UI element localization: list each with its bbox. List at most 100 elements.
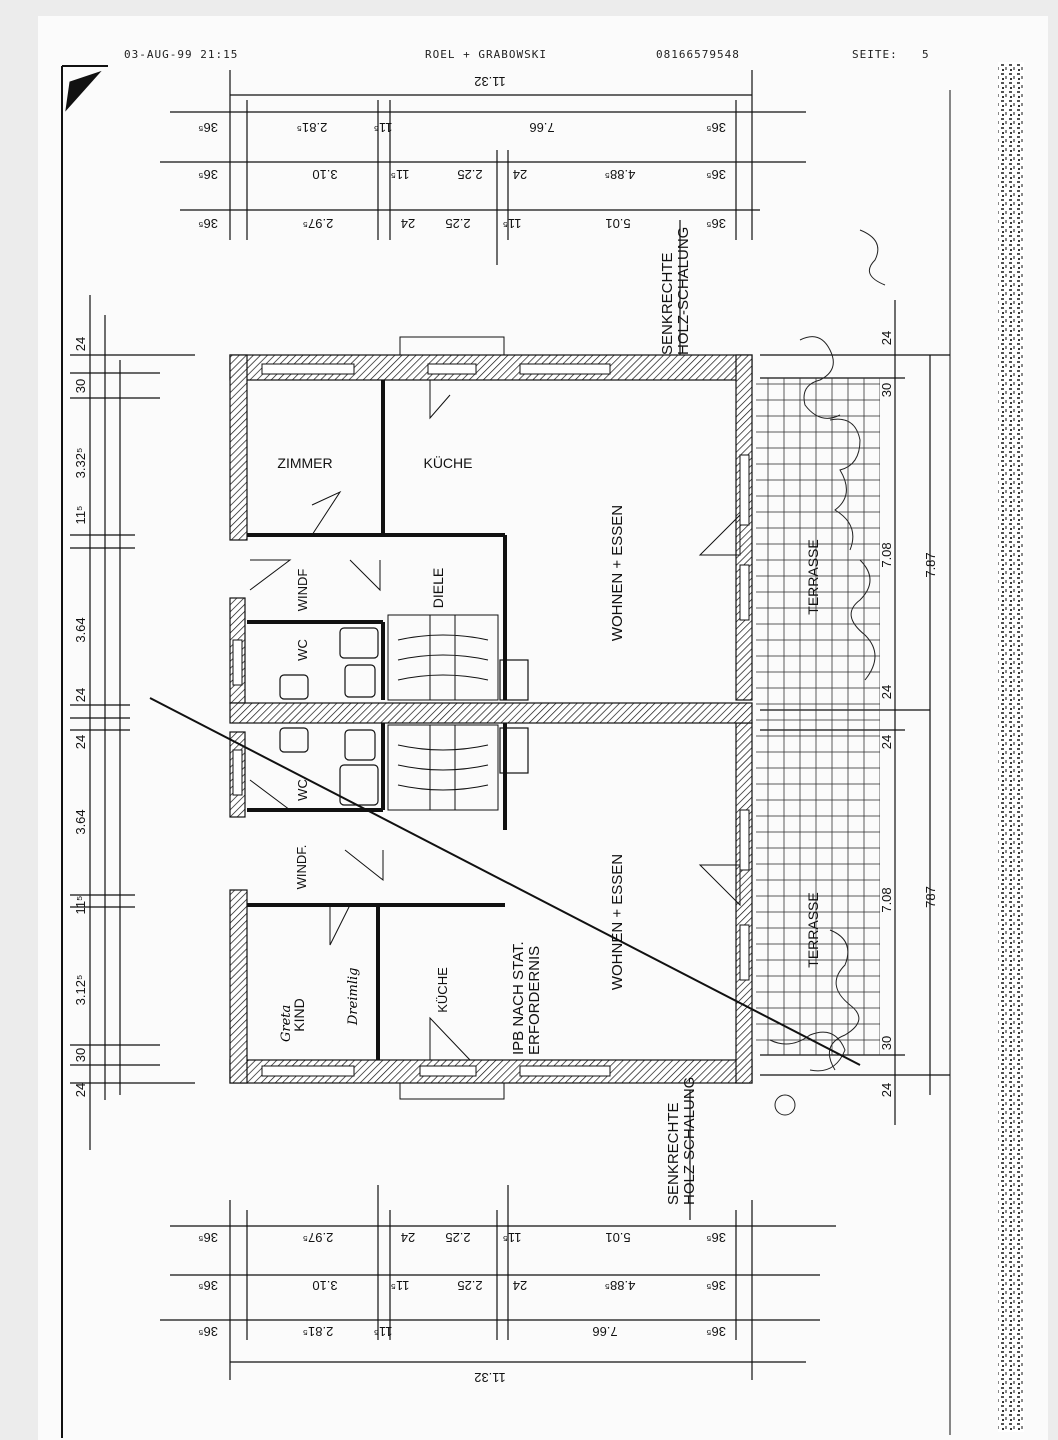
dim-bottom-r3-3: 7.66 bbox=[592, 1324, 617, 1339]
dim-bottom-r1-6: 36⁵ bbox=[706, 1230, 726, 1245]
dim-left-0: 24 bbox=[73, 337, 88, 351]
dim-bottom-r1-0: 36⁵ bbox=[198, 1230, 218, 1245]
dim-right-overall-bottom: 787 bbox=[923, 886, 938, 908]
dim-right-mid-a: 24 bbox=[879, 685, 894, 699]
room-label-wc-top: WC bbox=[295, 639, 310, 661]
dim-right-terrace-bottom: 7.08 bbox=[879, 887, 894, 912]
dim-bottom-r2-5: 4.88⁵ bbox=[605, 1278, 636, 1293]
dim-left-1: 30 bbox=[73, 379, 88, 393]
dim-top-r2-3: 2.25 bbox=[457, 167, 482, 182]
dim-bottom-r2-4: 24 bbox=[513, 1278, 527, 1293]
dim-left-3: 11⁵ bbox=[73, 506, 88, 525]
room-label-terrasse-top: TERRASSE bbox=[805, 539, 821, 614]
dimension-block-top bbox=[160, 70, 806, 360]
staircase-bottom bbox=[387, 724, 499, 811]
dim-top-r2-5: 4.88⁵ bbox=[605, 167, 636, 182]
dim-right-overall-top: 7.87 bbox=[923, 552, 938, 577]
terrace-plants bbox=[769, 229, 886, 1116]
dim-left-2: 3.32⁵ bbox=[73, 448, 88, 479]
dimension-block-right bbox=[760, 300, 950, 1125]
dim-left-8: 11⁵ bbox=[73, 896, 88, 915]
dim-top-r3-4: 11⁵ bbox=[503, 216, 522, 231]
entrance-canopy-bottom bbox=[399, 1082, 505, 1100]
door-swings bbox=[249, 380, 741, 1061]
room-label-diele: DIELE bbox=[430, 568, 446, 608]
room-label-terrasse-bottom: TERRASSE bbox=[805, 892, 821, 967]
dim-bottom-r3-4: 36⁵ bbox=[706, 1324, 726, 1339]
note-ipb-1: IPB NACH STAT. bbox=[510, 941, 527, 1055]
dim-bottom-r1-3: 2.25 bbox=[445, 1230, 470, 1245]
room-label-wohnen-bottom: WOHNEN + ESSEN bbox=[609, 854, 626, 990]
dim-top-overall: 11.32 bbox=[474, 74, 506, 89]
window-openings bbox=[232, 363, 750, 1077]
dim-top-r2-1: 3.10 bbox=[312, 167, 337, 182]
dim-right-bottom-a: 30 bbox=[879, 1036, 894, 1050]
sanitary-fixtures bbox=[279, 627, 529, 806]
note-senkrechte-bottom-1: SENKRECHTE bbox=[665, 1102, 682, 1205]
dim-bottom-r1-5: 5.01 bbox=[605, 1230, 630, 1245]
dim-bottom-r3-0: 36⁵ bbox=[198, 1324, 218, 1339]
dim-left-7: 3.64 bbox=[73, 809, 88, 834]
dim-left-9: 3.12⁵ bbox=[73, 975, 88, 1006]
terrace-pavement bbox=[756, 378, 880, 1055]
dim-top-r1-0: 36⁵ bbox=[198, 120, 218, 135]
dim-bottom-r1-2: 24 bbox=[401, 1230, 415, 1245]
dim-top-r3-5: 5.01 bbox=[605, 216, 630, 231]
dim-right-bottom-b: 24 bbox=[879, 1083, 894, 1097]
dim-left-11: 24 bbox=[73, 1083, 88, 1097]
sheet-frame bbox=[61, 65, 951, 1438]
room-label-windf-top: WINDF bbox=[295, 569, 310, 612]
dim-top-r1-3: 7.66 bbox=[529, 120, 554, 135]
dim-bottom-r3-1: 2.81⁵ bbox=[303, 1324, 334, 1339]
room-label-wc-bottom: WC bbox=[295, 779, 310, 801]
note-senkrechte-top-2: HOLZ-SCHALUNG bbox=[675, 227, 692, 355]
note-senkrechte-top-1: SENKRECHTE bbox=[659, 252, 676, 355]
fax-date-time: 03-AUG-99 21:15 bbox=[124, 48, 239, 61]
dim-left-4: 3.64 bbox=[73, 617, 88, 642]
dim-bottom-r2-1: 3.10 bbox=[312, 1278, 337, 1293]
dim-top-r1-1: 2.81⁵ bbox=[297, 120, 328, 135]
dim-top-r3-1: 2.97⁵ bbox=[303, 216, 334, 231]
dimension-block-left bbox=[70, 295, 195, 1150]
dim-top-r1-2: 11⁵ bbox=[374, 120, 393, 135]
room-label-kueche-bottom: KÜCHE bbox=[435, 967, 450, 1013]
dim-right-top-b: 30 bbox=[879, 383, 894, 397]
dim-top-r1-4: 36⁵ bbox=[706, 120, 726, 135]
dim-bottom-r2-3: 2.25 bbox=[457, 1278, 482, 1293]
fax-page-number: 5 bbox=[922, 48, 930, 61]
dim-top-r3-6: 36⁵ bbox=[706, 216, 726, 231]
entrance-canopy-top bbox=[399, 336, 505, 356]
interior-walls bbox=[247, 380, 507, 1060]
staircase-top bbox=[387, 614, 499, 701]
note-senkrechte-bottom-2: HOLZ-SCHALUNG bbox=[681, 1077, 698, 1205]
dim-top-r2-6: 36⁵ bbox=[706, 167, 726, 182]
dim-top-r3-2: 24 bbox=[401, 216, 415, 231]
dim-right-terrace-top: 7.08 bbox=[879, 542, 894, 567]
room-label-windf-bottom: WINDF. bbox=[294, 845, 309, 890]
note-ipb-2: ERFORDERNIS bbox=[526, 946, 543, 1055]
dim-bottom-overall: 11.32 bbox=[474, 1370, 506, 1385]
dim-top-r2-2: 11⁵ bbox=[391, 167, 410, 182]
dim-left-6: 24 bbox=[73, 735, 88, 749]
handwriting-2: Dreimlig bbox=[346, 968, 361, 1026]
fax-page-label: SEITE: bbox=[852, 48, 898, 61]
dim-top-r3-0: 36⁵ bbox=[198, 216, 218, 231]
room-label-kind: KIND bbox=[291, 998, 307, 1031]
dim-bottom-r1-1: 2.97⁵ bbox=[303, 1230, 334, 1245]
scan-edge-noise bbox=[998, 62, 1024, 1432]
dimension-block-bottom bbox=[160, 1090, 836, 1380]
dim-right-top-a: 24 bbox=[879, 331, 894, 345]
room-label-kueche-top: KÜCHE bbox=[423, 454, 472, 471]
room-label-zimmer: ZIMMER bbox=[277, 455, 332, 471]
dim-left-5: 24 bbox=[73, 688, 88, 702]
dim-bottom-r2-6: 36⁵ bbox=[706, 1278, 726, 1293]
room-label-wohnen-top: WOHNEN + ESSEN bbox=[609, 505, 626, 641]
diagonal-pen-stroke bbox=[149, 697, 861, 1066]
dim-bottom-r3-2: 11⁵ bbox=[374, 1324, 393, 1339]
handwriting-1: Greta bbox=[279, 1005, 294, 1042]
dim-bottom-r2-0: 36⁵ bbox=[198, 1278, 218, 1293]
dim-right-mid-b: 24 bbox=[879, 735, 894, 749]
dim-left-10: 30 bbox=[73, 1048, 88, 1062]
dim-bottom-r2-2: 11⁵ bbox=[391, 1278, 410, 1293]
dim-top-r3-3: 2.25 bbox=[445, 216, 470, 231]
